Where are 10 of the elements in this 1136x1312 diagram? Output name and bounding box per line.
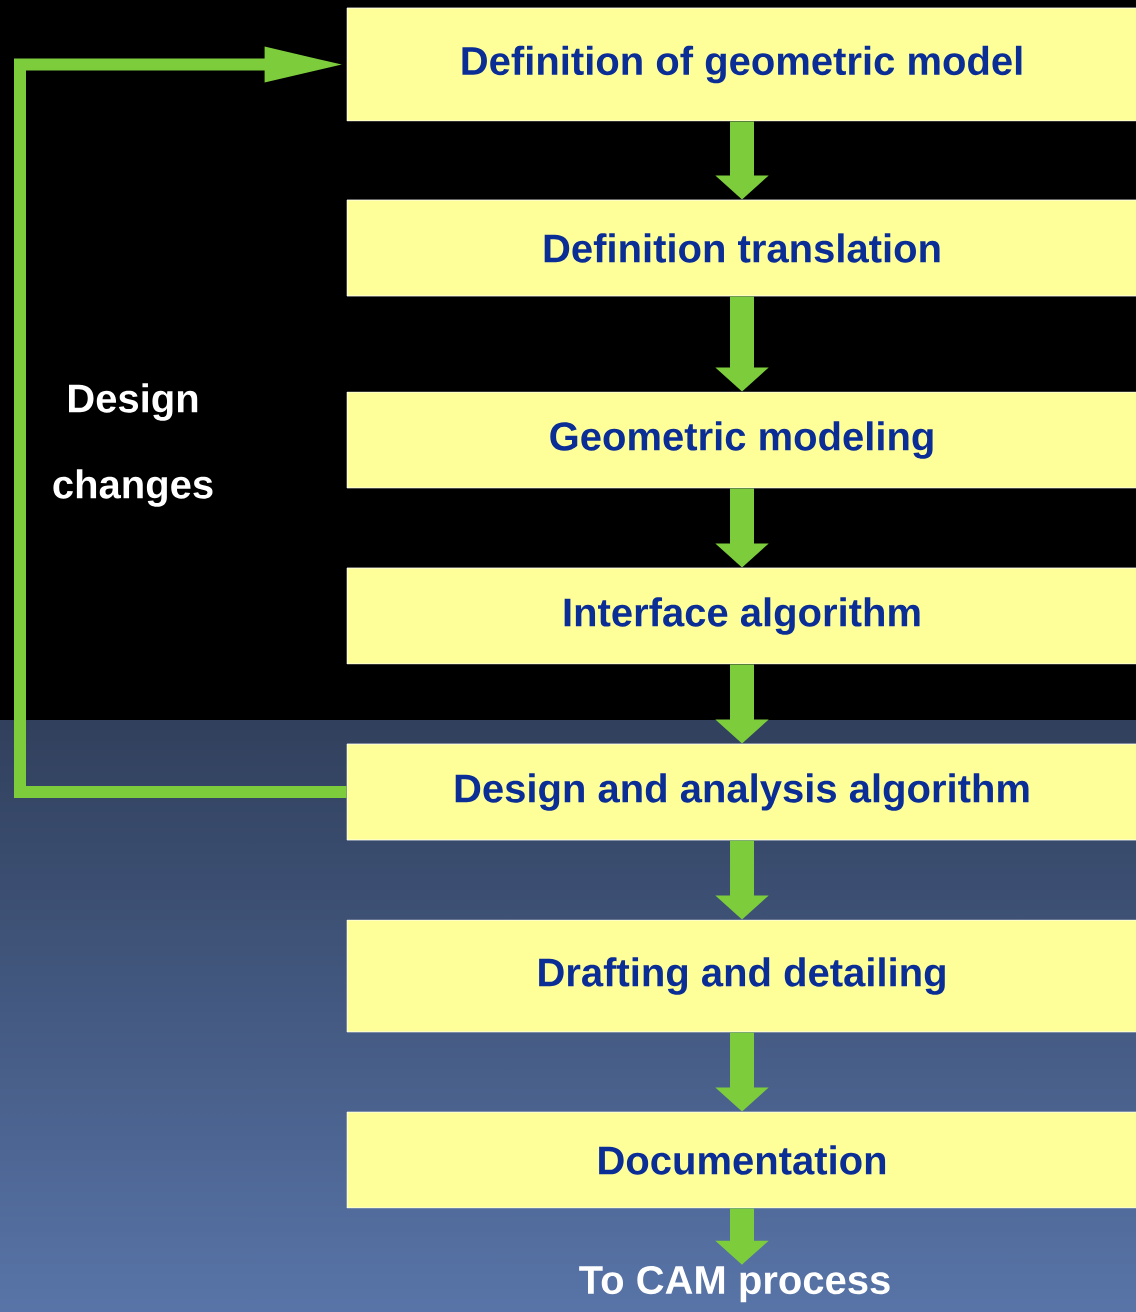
process-box: Design and analysis algorithm: [346, 743, 1136, 841]
process-box: Definition translation: [346, 199, 1136, 297]
process-box: Interface algorithm: [346, 567, 1136, 665]
output-label: To CAM process: [579, 1265, 890, 1303]
feedback-arrow: [14, 46, 347, 798]
process-box: Drafting and detailing: [346, 919, 1136, 1033]
process-box: Definition of geometric model: [346, 7, 1136, 122]
process-box: Documentation: [346, 1111, 1136, 1209]
edge-label: Design changes: [53, 383, 213, 507]
process-box: Geometric modeling: [346, 391, 1136, 489]
